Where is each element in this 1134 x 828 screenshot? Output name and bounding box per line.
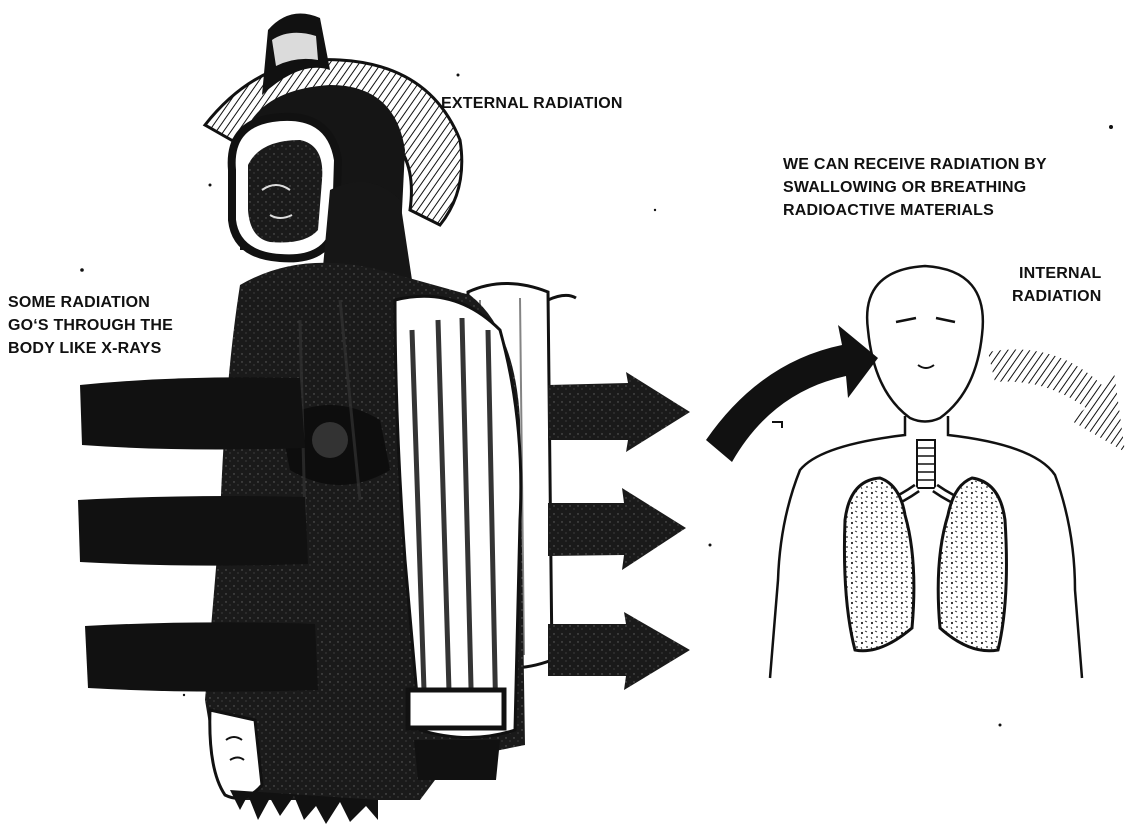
intake-arrow — [706, 325, 878, 462]
swallow-breathe-label-line: WE CAN RECEIVE RADIATION BY — [783, 153, 1047, 176]
arrow-head-3 — [548, 612, 690, 690]
left-hand — [210, 710, 262, 798]
arrow-tail-2 — [78, 496, 308, 566]
swallow-breathe-label-line: SWALLOWING OR BREATHING — [783, 176, 1047, 199]
head-outline — [867, 266, 983, 422]
left-lung — [844, 478, 913, 651]
through-body-label-line: SOME RADIATION — [8, 291, 173, 314]
external-radiation-label: EXTERNAL RADIATION — [441, 92, 623, 115]
right-lung — [938, 478, 1006, 651]
reflective-cuff — [408, 690, 504, 728]
arrow-head-2 — [548, 488, 686, 570]
through-body-label-line: BODY LIKE X-RAYS — [8, 337, 173, 360]
internal-radiation-label-line: INTERNAL — [1012, 262, 1102, 285]
swallow-breathe-label-line: RADIOACTIVE MATERIALS — [783, 199, 1047, 222]
emission-arrow — [988, 349, 1125, 452]
internal-radiation-label: INTERNAL RADIATION — [1012, 262, 1102, 308]
swallow-breathe-label: WE CAN RECEIVE RADIATION BY SWALLOWING O… — [783, 153, 1047, 222]
human-figure — [770, 266, 1082, 678]
arrow-tail-3 — [85, 622, 318, 691]
through-body-label-line: GOʻS THROUGH THE — [8, 314, 173, 337]
internal-radiation-label-line: RADIATION — [1012, 285, 1102, 308]
through-body-label: SOME RADIATION GOʻS THROUGH THE BODY LIK… — [8, 291, 173, 360]
arrow-tail-1 — [80, 377, 305, 449]
arrow-head-1 — [548, 372, 690, 452]
